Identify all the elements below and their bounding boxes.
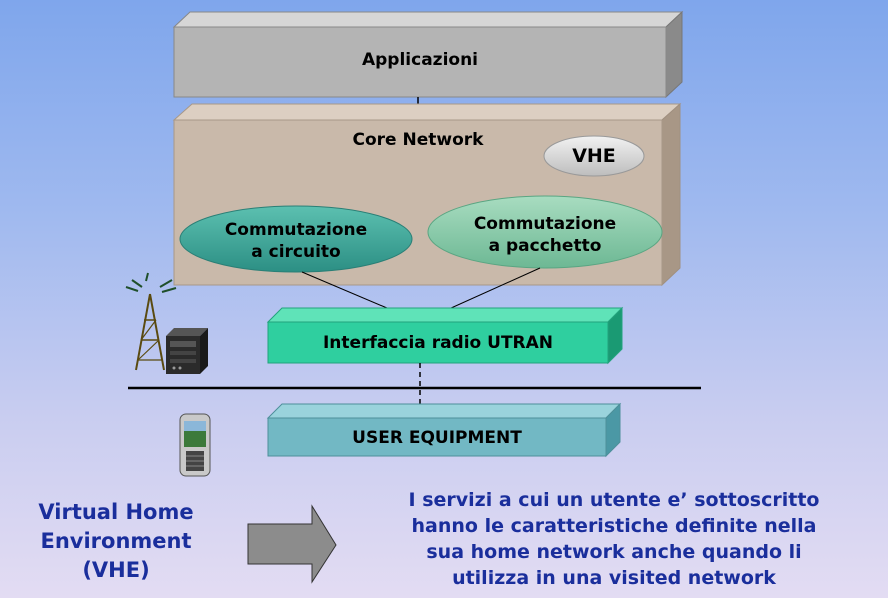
explanation-line-3: sua home network anche quando li: [426, 541, 802, 563]
core-network-label: Core Network: [352, 130, 484, 150]
antenna-tower-icon: [125, 272, 177, 371]
explanation-line-4: utilizza in una visited network: [452, 567, 776, 589]
vhe-label: VHE: [572, 145, 616, 167]
user-equipment-label: USER EQUIPMENT: [352, 428, 522, 448]
packet-switching-line-1: Commutazione: [473, 214, 617, 234]
applications-box: [172, 10, 684, 99]
radio-interface-label: Interfaccia radio UTRAN: [322, 333, 554, 353]
vhe-definition-title: Virtual Home Environment (VHE): [0, 498, 232, 585]
packet-switching-label: Commutazione a pacchetto: [440, 213, 650, 257]
circuit-switching-ellipse: [179, 205, 413, 273]
vhe-ellipse: [543, 135, 645, 177]
explanation-line-1: I servizi a cui un utente e’ sottoscritt…: [408, 489, 820, 511]
vhe-title-line-1: Virtual Home: [38, 500, 194, 524]
applications-label: Applicazioni: [361, 50, 479, 70]
circuit-switching-line-1: Commutazione: [224, 220, 368, 240]
base-station-icon: [166, 328, 208, 374]
explanation-arrow: [247, 504, 337, 584]
circuit-switching-line-2: a circuito: [251, 242, 341, 262]
explanation-line-2: hanno le caratteristiche definite nella: [411, 515, 817, 537]
radio-interface-box: [266, 306, 624, 365]
vhe-title-line-3: (VHE): [82, 558, 150, 582]
circuit-switching-label: Commutazione a circuito: [196, 219, 396, 263]
vhe-title-line-2: Environment: [40, 529, 192, 553]
packet-switching-ellipse: [427, 195, 663, 269]
vhe-explanation-text: I servizi a cui un utente e’ sottoscritt…: [340, 487, 888, 591]
packet-switching-line-2: a pacchetto: [488, 236, 602, 256]
user-equipment-box: [266, 402, 622, 458]
mobile-phone-icon: [179, 413, 211, 477]
